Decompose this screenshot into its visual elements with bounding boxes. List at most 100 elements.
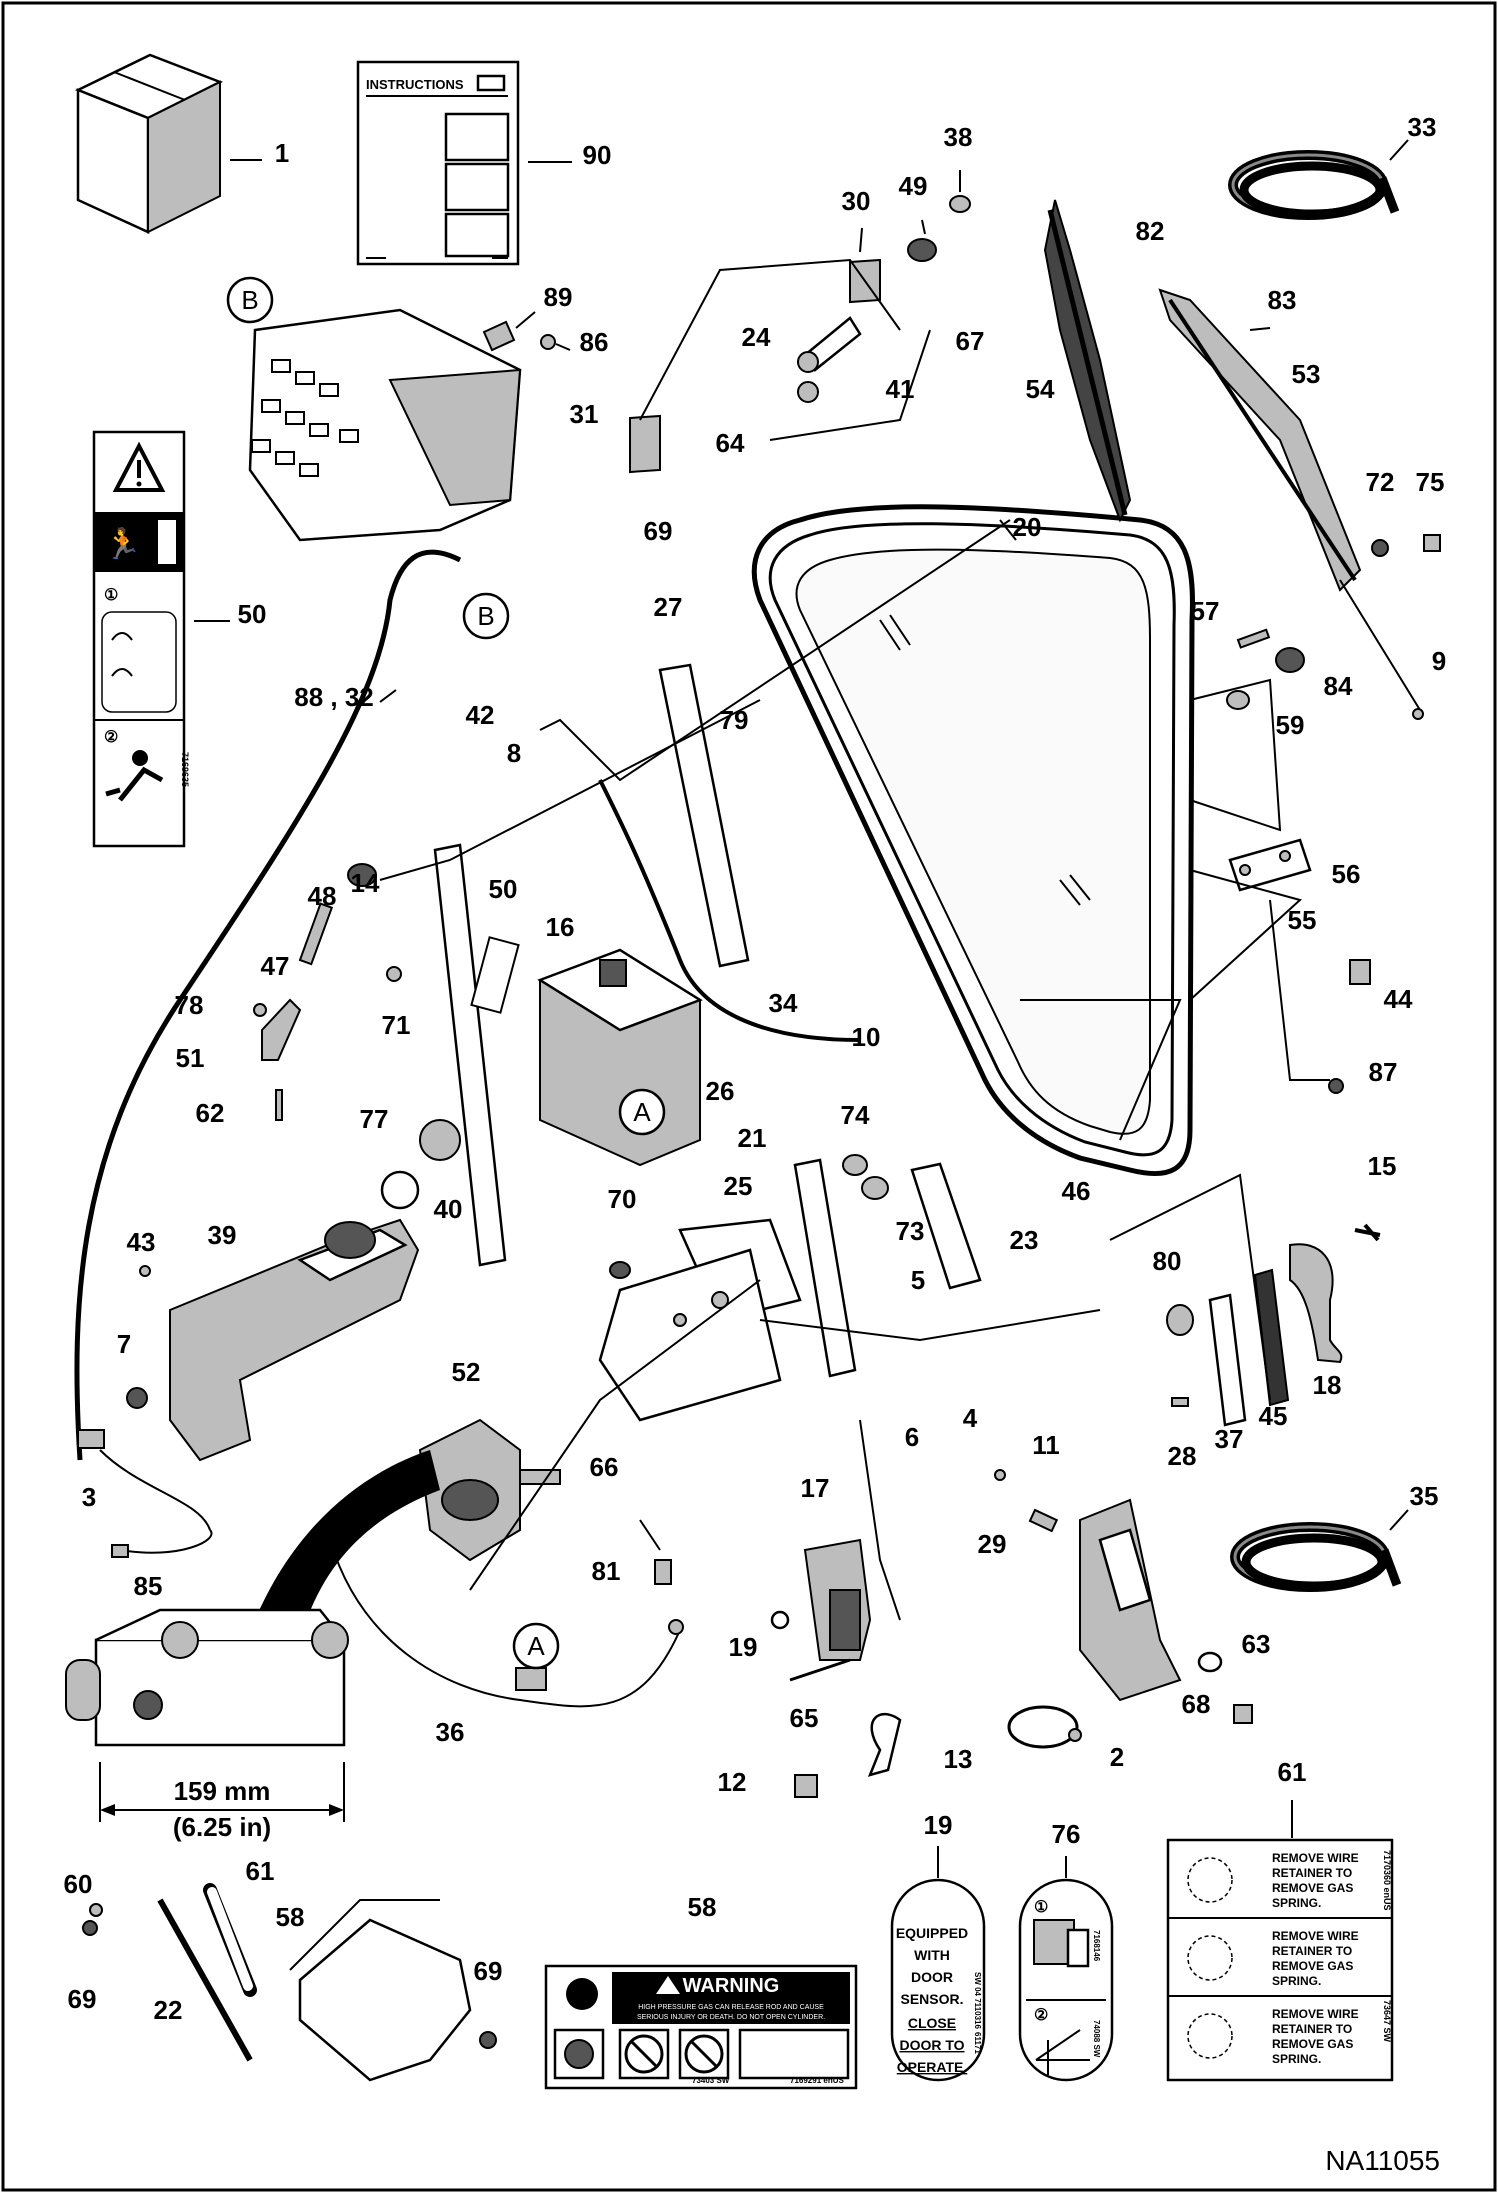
callout-c23: 23 (1010, 1225, 1039, 1255)
callout-c67: 67 (956, 326, 985, 356)
callout-c66: 66 (590, 1452, 619, 1482)
callout-c7: 7 (117, 1329, 131, 1359)
callout-c38: 38 (944, 122, 973, 152)
wiper-motor-cover (126, 1218, 420, 1462)
callout-c46: 46 (1062, 1176, 1091, 1206)
door-latch (770, 1538, 872, 1682)
cable-88-32 (74, 549, 462, 1461)
callout-c69b: 69 (474, 1956, 503, 1986)
small-sticker (470, 936, 520, 1014)
callout-c63: 63 (1242, 1629, 1271, 1659)
callout-c45: 45 (1259, 1401, 1288, 1431)
gas-row1-l1: REMOVE WIRE (1272, 1851, 1359, 1865)
exit-decal: 🏃 ① ② 7169635 (92, 430, 230, 848)
callout-c35: 35 (1410, 1481, 1439, 1511)
callout-c9: 9 (1432, 646, 1446, 676)
callout-c29: 29 (978, 1529, 1007, 1559)
instructions-sheet: INSTRUCTIONS (356, 60, 572, 266)
callout-c47: 47 (261, 951, 290, 981)
callout-c39: 39 (208, 1220, 237, 1250)
callout-c56: 56 (1332, 859, 1361, 889)
door-sensor-decal: EQUIPPED WITH DOOR SENSOR. CLOSE DOOR TO… (890, 1846, 986, 2082)
callout-c61b: 61 (246, 1856, 275, 1886)
marker-mB1: B (226, 276, 274, 324)
gas-row1-l3: REMOVE GAS (1272, 1881, 1353, 1895)
caps (380, 1119, 461, 1210)
callout-c40: 40 (434, 1194, 463, 1224)
leader-lines (289, 258, 1330, 1971)
callout-c37: 37 (1215, 1424, 1244, 1454)
callout-c70: 70 (608, 1184, 637, 1214)
diagram-id: NA11055 (1325, 2145, 1440, 2176)
callout-c84: 84 (1324, 671, 1353, 701)
callout-c13: 13 (944, 1744, 973, 1774)
callout-c24: 24 (742, 322, 771, 352)
callout-c30: 30 (842, 186, 871, 216)
svg-text:B: B (241, 285, 258, 315)
sensor76-step1: ① (1034, 1899, 1048, 1916)
sensor-under3: OPERATE. (897, 2059, 968, 2075)
door-frame (751, 504, 1195, 1177)
gas-row1-l4: SPRING. (1272, 1896, 1321, 1910)
coiled-seal-lower (1230, 1509, 1409, 1592)
callout-c58a: 58 (276, 1902, 305, 1932)
callout-c87: 87 (1369, 1057, 1398, 1087)
callout-c21: 21 (738, 1123, 767, 1153)
marker-mA2: A (512, 1622, 560, 1670)
part-box (74, 53, 262, 234)
svg-text:A: A (633, 1097, 651, 1127)
warning-line1: HIGH PRESSURE GAS CAN RELEASE ROD AND CA… (638, 2004, 824, 2011)
callout-c11: 11 (1032, 1430, 1060, 1460)
callout-c3: 3 (82, 1482, 96, 1512)
callout-c27: 27 (654, 592, 683, 622)
callout-c52: 52 (452, 1357, 481, 1387)
sensor-under1: CLOSE (908, 2015, 956, 2031)
callout-c10: 10 (852, 1022, 881, 1052)
sensor-decal-76: ① ② 7168146 74088 SW (1018, 1856, 1114, 2082)
gas-row2: REMOVE WIRE RETAINER TO REMOVE GAS SPRIN… (1187, 1929, 1359, 1988)
callout-c44: 44 (1384, 984, 1413, 1014)
callout-c74: 74 (841, 1100, 870, 1130)
gas-row2-l3: REMOVE GAS (1272, 1959, 1353, 1973)
gas-code1: 7170360 enUS (1382, 1850, 1392, 1911)
warning-heading: WARNING (683, 1975, 780, 1997)
latch-lever (253, 863, 402, 1121)
callout-c79: 79 (720, 705, 749, 735)
callout-c69c: 69 (68, 1984, 97, 2014)
callout-c80: 80 (1153, 1246, 1182, 1276)
callout-c41: 41 (886, 374, 915, 404)
callout-c89: 89 (544, 282, 573, 312)
callout-c64: 64 (716, 428, 745, 458)
callout-c73: 73 (896, 1216, 925, 1246)
callout-c48: 48 (308, 881, 337, 911)
callout-c58b: 58 (688, 1892, 717, 1922)
gas-row1: REMOVE WIRE RETAINER TO REMOVE GAS SPRIN… (1187, 1851, 1359, 1910)
sensor-line1: EQUIPPED (896, 1925, 968, 1941)
callout-c68: 68 (1182, 1689, 1211, 1719)
callout-c75: 75 (1416, 467, 1445, 497)
callout-c54: 54 (1026, 374, 1055, 404)
latch-clip (482, 311, 571, 352)
callout-c59: 59 (1276, 710, 1305, 740)
instructions-title: INSTRUCTIONS (366, 77, 464, 92)
exit-step2: ② (104, 729, 118, 746)
exit-decal-code: 7169635 (180, 752, 190, 787)
callout-c78: 78 (175, 990, 204, 1020)
gas-row3-l3: REMOVE GAS (1272, 2037, 1353, 2051)
svg-text:B: B (477, 601, 494, 631)
dimension-mm: 159 mm (174, 1776, 271, 1806)
callout-c69a: 69 (644, 516, 673, 546)
switch-housing (537, 948, 703, 1167)
svg-text:🏃: 🏃 (104, 526, 141, 562)
sensor76-code1: 7168146 (1092, 1930, 1101, 1962)
callout-c49: 49 (899, 171, 928, 201)
wire-34 (598, 779, 861, 1042)
callout-c71: 71 (382, 1010, 411, 1040)
callout-c22: 22 (154, 1995, 183, 2025)
callout-c16: 16 (546, 912, 575, 942)
gas-spring-decal: REMOVE WIRE RETAINER TO REMOVE GAS SPRIN… (1166, 1800, 1394, 2082)
callout-c88_32: 88 , 32 (294, 682, 374, 712)
marker-mA1: A (618, 1088, 666, 1136)
gas-row2-l4: SPRING. (1272, 1974, 1321, 1988)
